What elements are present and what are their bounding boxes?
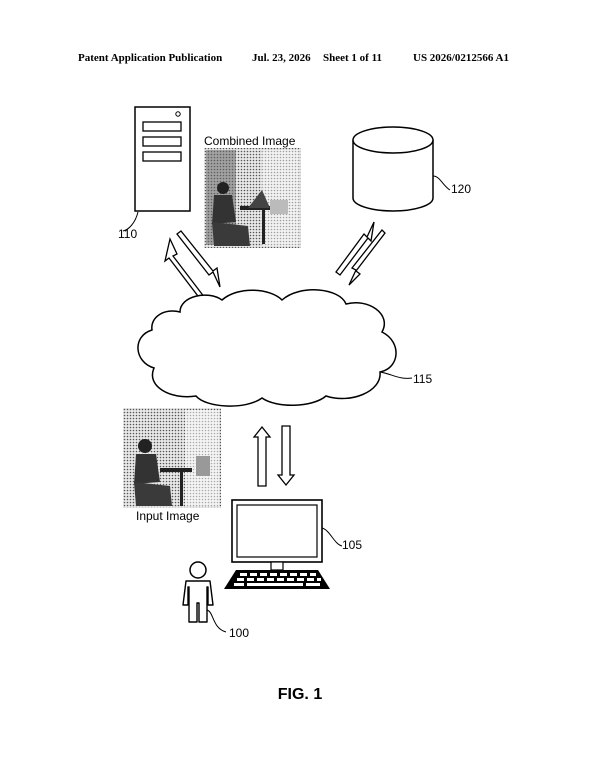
figure-caption: FIG. 1 (0, 686, 600, 704)
ref-server: 110 (118, 227, 137, 241)
network-cloud-icon (138, 290, 412, 406)
computer-network-arrows (254, 426, 294, 486)
combined-image-label: Combined Image (204, 134, 295, 148)
ref-computer: 105 (342, 538, 362, 552)
ref-user: 100 (229, 626, 249, 640)
computer-icon (224, 500, 342, 589)
database-icon (353, 127, 450, 211)
user-icon (183, 562, 226, 632)
database-network-arrows (336, 222, 385, 285)
combined-image (204, 148, 301, 248)
input-image-label: Input Image (136, 509, 199, 523)
input-image (123, 408, 221, 508)
ref-network: 115 (413, 372, 432, 386)
server-icon (123, 107, 190, 231)
ref-database: 120 (451, 182, 471, 196)
